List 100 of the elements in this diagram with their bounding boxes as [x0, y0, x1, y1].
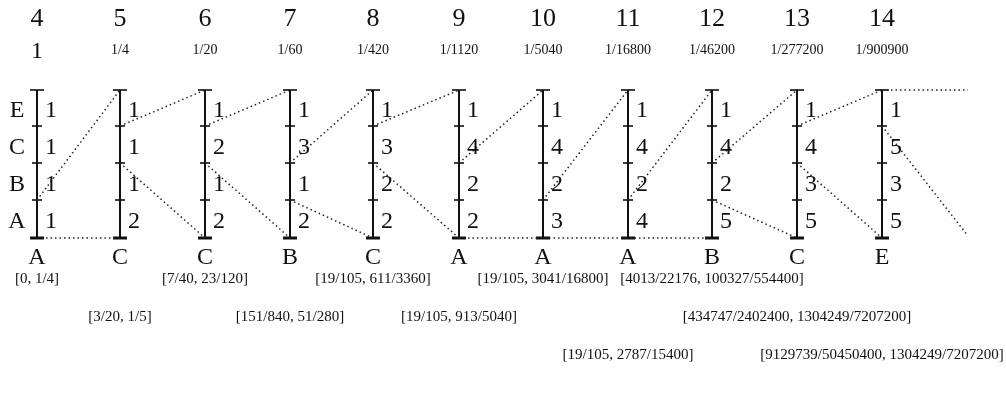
count-number: 2: [467, 170, 479, 195]
dotted-line: [458, 89, 544, 164]
state-letter: C: [365, 244, 381, 268]
count-number: 1: [467, 97, 479, 121]
interval-label: [7/40, 23/120]: [162, 270, 248, 286]
column-number: 12: [699, 5, 725, 31]
column-number: 10: [530, 5, 556, 31]
column-number: 14: [869, 5, 895, 31]
column-number: 8: [366, 5, 380, 31]
dotted-line: [796, 162, 883, 239]
probability-fraction: 1/20: [192, 43, 218, 57]
row-letter: B: [9, 170, 25, 195]
count-number: 5: [890, 133, 902, 158]
column-number: 4: [30, 5, 44, 31]
dotted-line: [204, 162, 291, 239]
count-number: 2: [720, 170, 732, 195]
probability-fraction: 1/1120: [439, 43, 479, 57]
count-number: 4: [551, 133, 563, 158]
dotted-line: [289, 89, 374, 164]
state-letter: A: [450, 244, 468, 268]
dotted-line: [796, 89, 883, 127]
probability-fraction: 1/4: [111, 43, 129, 57]
axis-drawing: [365, 89, 381, 240]
count-number: 1: [128, 133, 140, 158]
count-number: 2: [381, 170, 393, 195]
count-number: 1: [890, 97, 902, 121]
probability-fraction: 1/900900: [855, 43, 909, 57]
count-number: 3: [890, 170, 902, 195]
axis-drawing: [620, 89, 636, 240]
column-number: 11: [615, 5, 641, 31]
column-number: 6: [198, 5, 212, 31]
interval-label: [3/20, 1/5]: [88, 308, 152, 324]
interval-label: [0, 1/4]: [14, 270, 60, 286]
count-number: 1: [45, 170, 57, 195]
probability-fraction: 1: [31, 38, 43, 62]
count-number: 1: [45, 208, 57, 232]
axis-drawing: [535, 89, 551, 240]
dotted-line: [36, 89, 121, 201]
dotted-line: [119, 89, 206, 127]
state-letter: C: [789, 244, 805, 268]
interval-label: [19/105, 611/3360]: [315, 270, 431, 286]
probability-fraction: 1/5040: [523, 43, 563, 57]
count-number: 4: [720, 133, 732, 158]
count-number: 4: [636, 208, 648, 232]
count-number: 1: [213, 170, 225, 195]
count-number: 4: [636, 133, 648, 158]
count-number: 2: [551, 170, 563, 195]
count-number: 5: [890, 208, 902, 232]
count-number: 2: [467, 208, 479, 232]
interval-label: [151/840, 51/280]: [235, 308, 345, 324]
count-number: 3: [551, 208, 563, 232]
count-number: 1: [551, 97, 563, 121]
probability-fraction: 1/420: [357, 43, 389, 57]
count-number: 1: [213, 97, 225, 121]
axis-drawing: [112, 89, 128, 240]
state-letter: C: [112, 244, 128, 268]
count-number: 1: [45, 97, 57, 121]
dotted-line: [542, 89, 629, 201]
state-letter: E: [874, 244, 890, 268]
interval-label: [19/105, 913/5040]: [401, 308, 517, 324]
interval-label: [19/105, 3041/16800]: [477, 270, 609, 286]
count-number: 3: [805, 170, 817, 195]
interval-label: [9129739/50450400, 1304249/7207200]: [760, 346, 1004, 362]
column-number: 9: [452, 5, 466, 31]
interval-label: [434747/2402400, 1304249/7207200]: [682, 308, 912, 324]
probability-fraction: 1/16800: [605, 43, 651, 57]
interval-label: [4013/22176, 100327/554400]: [620, 270, 804, 286]
row-letter: A: [8, 208, 26, 232]
axis-drawing: [29, 89, 45, 240]
count-number: 4: [805, 133, 817, 158]
axis-drawing: [704, 89, 720, 240]
state-letter: A: [534, 244, 552, 268]
count-number: 1: [636, 97, 648, 121]
count-number: 1: [720, 97, 732, 121]
dotted-line: [372, 89, 460, 127]
count-number: 2: [636, 170, 648, 195]
count-number: 2: [381, 208, 393, 232]
state-letter: A: [28, 244, 46, 268]
probability-fraction: 1/60: [277, 43, 303, 57]
state-letter: B: [704, 244, 720, 268]
state-letter: B: [282, 244, 298, 268]
probability-fraction: 1/46200: [689, 43, 735, 57]
axis-drawing: [282, 89, 298, 240]
count-number: 1: [298, 97, 310, 121]
state-letter: C: [197, 244, 213, 268]
count-number: 5: [805, 208, 817, 232]
count-number: 2: [213, 208, 225, 232]
axis-drawing: [874, 89, 890, 240]
dotted-line: [458, 237, 713, 239]
axis-drawing: [451, 89, 467, 240]
count-number: 5: [720, 208, 732, 232]
axis-drawing: [789, 89, 805, 240]
dotted-line: [289, 199, 374, 239]
interval-label: [19/105, 2787/15400]: [562, 346, 694, 362]
count-number: 1: [381, 97, 393, 121]
state-letter: A: [619, 244, 637, 268]
dotted-line: [119, 162, 206, 239]
count-number: 2: [298, 208, 310, 232]
dotted-line: [36, 237, 121, 239]
count-number: 1: [805, 97, 817, 121]
